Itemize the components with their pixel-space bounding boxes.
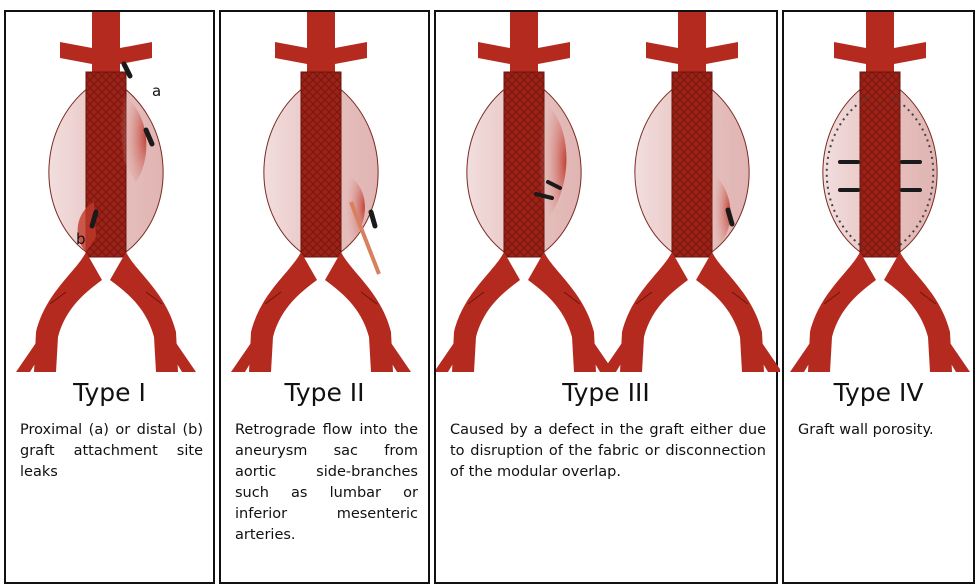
panel-title: Type IV xyxy=(784,378,973,407)
type-1-illustration: a b xyxy=(6,12,217,382)
label-b: b xyxy=(76,230,86,248)
panel-description: Caused by a defect in the graft either d… xyxy=(450,420,766,483)
panel-type-1: a b Type I Proximal (a) or distal (b) gr… xyxy=(4,10,215,584)
panel-type-4: Type IV Graft wall porosity. xyxy=(782,10,975,584)
panel-title: Type II xyxy=(221,378,428,407)
panel-description: Retrograde flow into the aneurysm sac fr… xyxy=(235,420,418,546)
type-4-illustration xyxy=(784,12,977,382)
panel-description: Proximal (a) or distal (b) graft attachm… xyxy=(20,420,203,483)
panel-title: Type III xyxy=(436,378,776,407)
type-2-illustration xyxy=(221,12,432,382)
label-a: a xyxy=(152,82,161,100)
panel-type-3: Type III Caused by a defect in the graft… xyxy=(434,10,778,584)
panel-description: Graft wall porosity. xyxy=(798,420,963,441)
retrograde-arrow xyxy=(371,212,375,226)
type-3-illustration xyxy=(436,12,780,382)
panel-title: Type I xyxy=(6,378,213,407)
panel-type-2: Type II Retrograde flow into the aneurys… xyxy=(219,10,430,584)
